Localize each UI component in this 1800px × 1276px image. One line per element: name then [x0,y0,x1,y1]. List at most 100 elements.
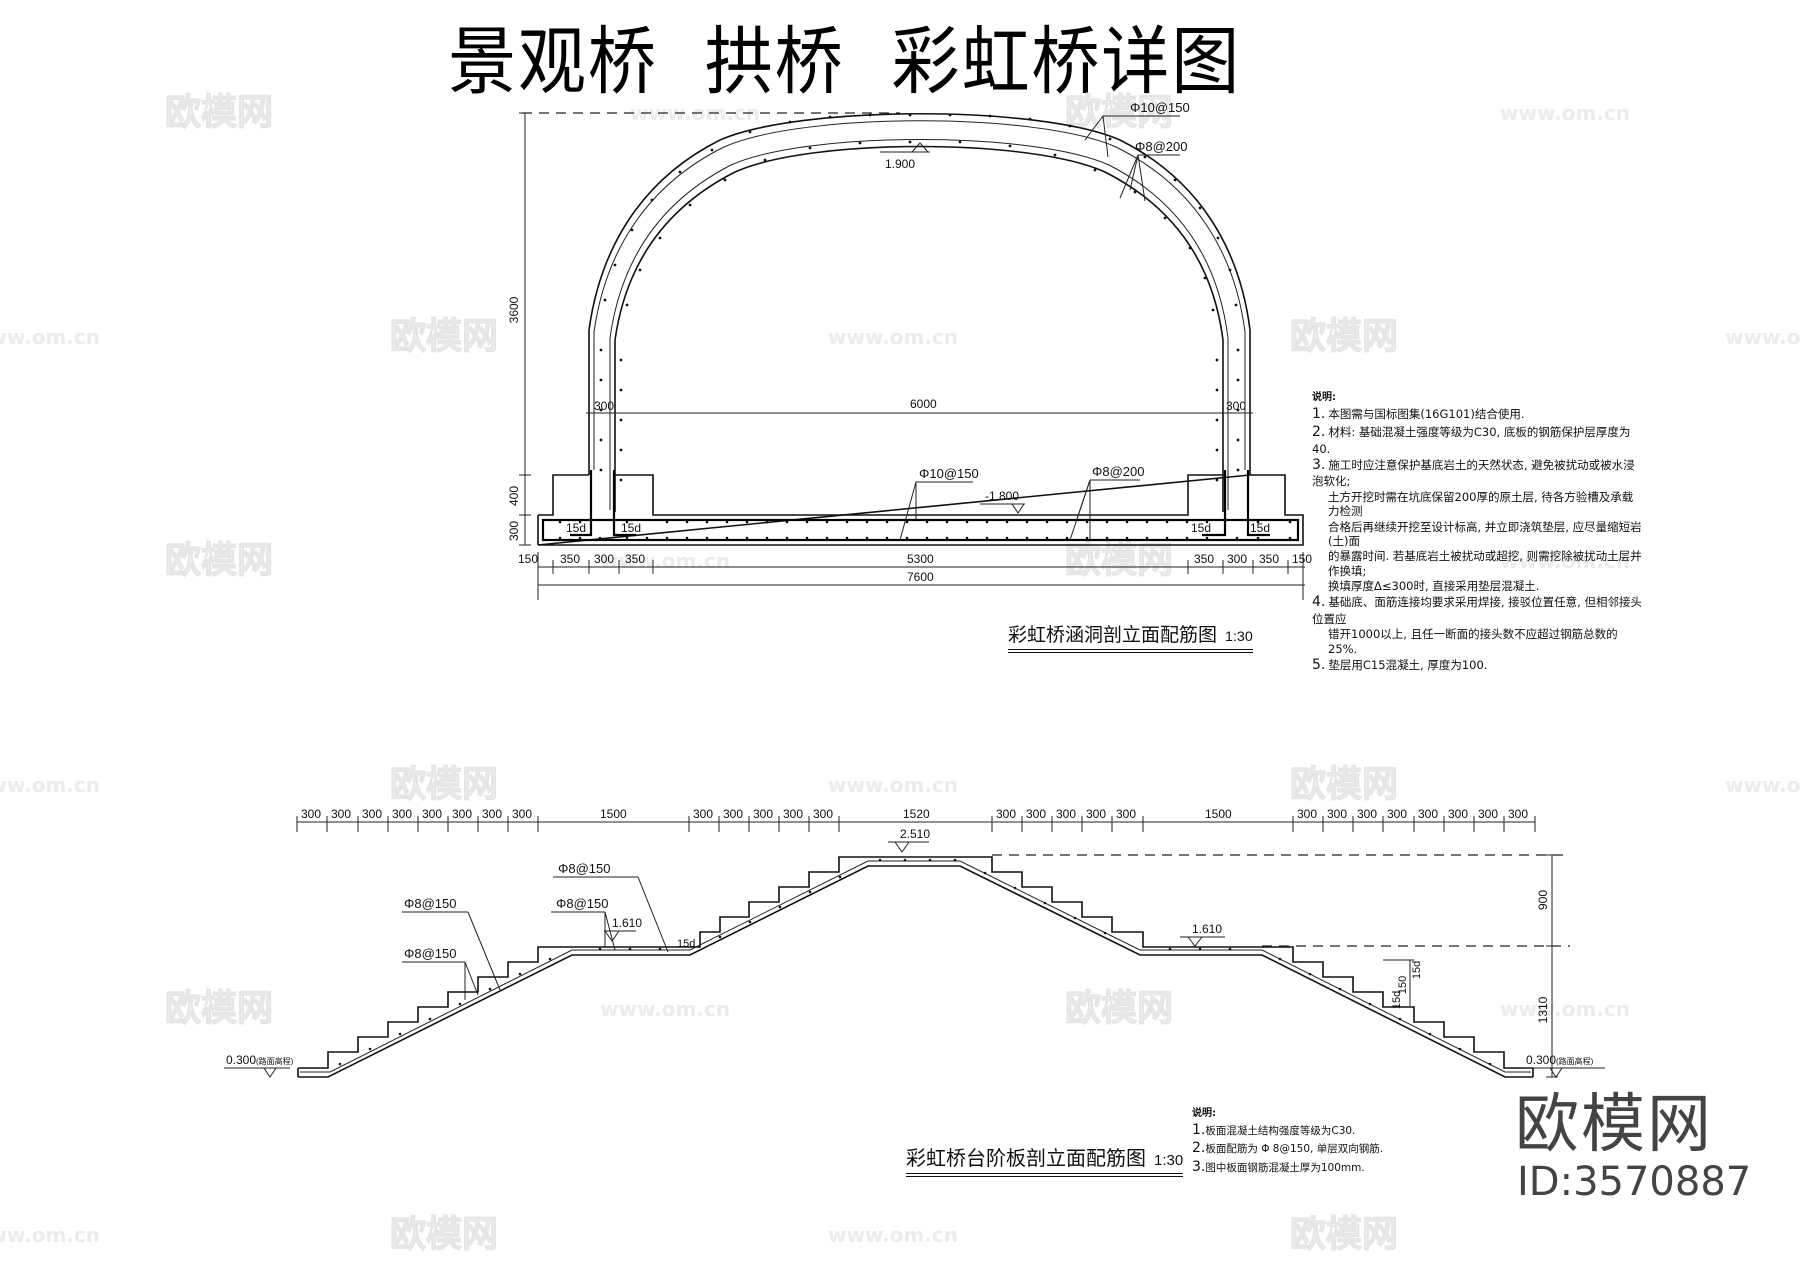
slab-soffit [298,865,1533,1078]
note-item: 5.垫层用C15混凝土, 厚度为100. [1312,657,1488,673]
rebar-base-left-label: Φ10@150 [919,466,979,481]
rebar-dots [599,113,1240,482]
svg-text:300: 300 [813,807,833,821]
ground-note: (路面高程) [1556,1056,1594,1066]
watermark-url: www.om.cn [828,325,958,349]
anchor-15d-label: 15d [1250,521,1270,535]
stair-rebar-dots [338,858,1492,1066]
dim-label: 150 [1292,552,1312,566]
riser-dim-label: 150 [1397,976,1409,994]
watermark-brand: 欧模网 [390,1214,498,1255]
dim-label: 5300 [907,552,934,566]
height-footing-label: 300 [507,521,521,541]
svg-text:300: 300 [482,807,502,821]
culvert-drawing-caption: 彩虹桥涵洞剖立面配筋图 1:30 [1008,620,1253,653]
height-lower-label: 1310 [1536,996,1550,1023]
note-item: 换填厚度Δ≤300时, 直接采用垫层混凝土. [1328,579,1540,593]
note-item: 3.施工时应注意保护基底岩土的天然状态, 避免被扰动或被水浸泡软化; [1312,456,1635,489]
dim-label: 300 [1227,552,1247,566]
culvert-section-drawing: 3600 400 300 1.900 Φ10@150 Φ8@200 [507,100,1312,600]
span-inner-label: 6000 [910,397,937,411]
note-item: 合格后再继续开挖至设计标高, 并立即浇筑垫层, 应尽量缩短岩(土)面 [1328,519,1642,548]
watermark-brand: 欧模网 [165,540,273,581]
brand-id: ID:3570887 [1517,1159,1752,1205]
note-item: 2.板面配筋为 Φ 8@150, 单层双向钢筋. [1192,1140,1384,1156]
top-dim-labels: 300 300 300 300 300 300 300 300 1500 300 300 300 3… [301,807,1528,821]
caption-text: 彩虹桥涵洞剖立面配筋图 [1008,624,1218,646]
watermark-url: www.om.cn [828,773,958,797]
anchor-15d-label: 15d [1411,961,1423,979]
watermark-url: www.om.cn [1725,325,1800,349]
caption-scale: 1:30 [1154,1152,1184,1169]
svg-text:300: 300 [996,807,1016,821]
rebar-label-2: Φ8@150 [404,946,457,961]
svg-text:300: 300 [1116,807,1136,821]
watermark-brand: 欧模网 [1290,316,1398,357]
brand-watermark: 欧模网 ID:3570887 [1515,1090,1751,1204]
dim-label: 350 [625,552,645,566]
svg-text:300: 300 [392,807,412,821]
wall-thickness-left-label: 300 [594,399,614,413]
elev-ground-right-label: 0.300 [1526,1053,1556,1067]
svg-text:300: 300 [301,807,321,821]
svg-text:300: 300 [331,807,351,821]
svg-text:300: 300 [1418,807,1438,821]
watermark-url: www.om.cn [1500,549,1630,573]
watermark-url: www.om.cn [1500,997,1630,1021]
culvert-notes: 说明: 1.本图需与国标图集(16G101)结合使用. 2.材料: 基础混凝土强… [1312,392,1642,676]
page-title: 景观桥 拱桥 彩虹桥详图 [448,19,1242,105]
watermark-url: www.om.cn [0,1223,100,1247]
watermark-url: www.om.cn [828,1223,958,1247]
rebar-label-3: Φ8@150 [558,861,611,876]
rebar-label-4: Φ8@150 [556,896,609,911]
rebar-label-1: Φ8@150 [404,896,457,911]
rebar-outer-label: Φ10@150 [1130,100,1190,115]
watermark-brand: 欧模网 [165,92,273,133]
svg-text:1520: 1520 [903,807,930,821]
svg-text:300: 300 [422,807,442,821]
caption-scale: 1:30 [1225,629,1253,645]
svg-text:300: 300 [1327,807,1347,821]
top-dim-ticks [296,816,1536,832]
watermark-brand: 欧模网 [1290,764,1398,805]
svg-text:300: 300 [723,807,743,821]
svg-text:300: 300 [1026,807,1046,821]
note-item: 3.图中板面钢筋混凝土厚为100mm. [1192,1158,1365,1175]
svg-text:300: 300 [693,807,713,821]
svg-text:1500: 1500 [1205,807,1232,821]
height-upper-label: 900 [1536,890,1550,910]
dim-label: 150 [518,552,538,566]
svg-text:300: 300 [1056,807,1076,821]
height-step-label: 400 [507,486,521,506]
footing-rebar-cage [541,518,1300,542]
dim-label: 350 [1259,552,1279,566]
note-item: 土方开挖时需在坑底保留200厚的原土层, 待各方验槽及承载力检测 [1328,489,1634,519]
watermark-brand: 欧模网 [1065,540,1173,581]
dim-total-label: 7600 [907,570,934,584]
svg-text:300: 300 [1357,807,1377,821]
anchor-15d-label: 15d [621,521,641,535]
height-total-label: 3600 [507,296,521,323]
svg-text:300: 300 [753,807,773,821]
watermark-brand: 欧模网 [390,316,498,357]
watermark-brand: 欧模网 [165,988,273,1029]
dim-label: 300 [594,552,614,566]
watermark-brand: 欧模网 [1290,1214,1398,1255]
dim-label: 350 [560,552,580,566]
watermark-url: www.om.cn [0,325,100,349]
elev-ground-left-label: 0.300 [226,1053,256,1067]
ground-note: (路面高程) [256,1056,294,1066]
stair-section-drawing: 300 300 300 300 300 300 300 300 1500 300 300 300 3… [224,807,1605,1078]
rebar-base-right-label: Φ8@200 [1092,464,1145,479]
svg-text:300: 300 [362,807,382,821]
base-elevation-label: -1.800 [985,489,1019,503]
anchor-15d-label: 15d [677,938,695,950]
watermark-url: www.om.cn [1725,773,1800,797]
stair-notes: 说明: 1.板面混凝土结构强度等级为C30. 2.板面配筋为 Φ 8@150, … [1192,1108,1452,1177]
brand-name: 欧模网 [1515,1088,1713,1162]
anchor-15d-label: 15d [566,521,586,535]
note-item: 1.板面混凝土结构强度等级为C30. [1192,1121,1356,1138]
svg-text:300: 300 [1297,807,1317,821]
watermark-brand: 欧模网 [390,764,498,805]
